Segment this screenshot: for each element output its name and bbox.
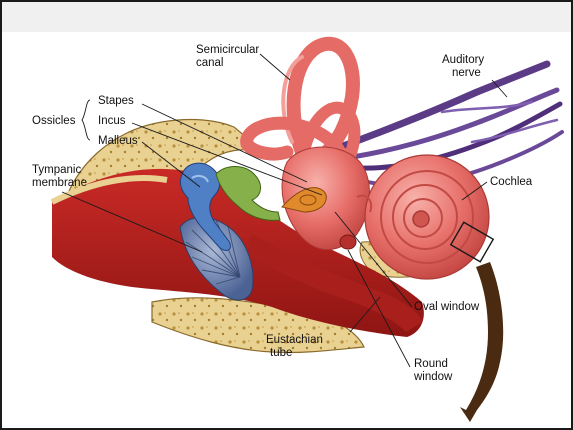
zoom-arrow	[460, 262, 503, 422]
label-stapes: Stapes	[98, 95, 134, 108]
label-ossicles: Ossicles	[32, 115, 75, 128]
label-oval-window: Oval window	[414, 301, 479, 314]
label-incus: Incus	[98, 115, 126, 128]
label-malleus: Malleus	[98, 135, 138, 148]
label-cochlea: Cochlea	[490, 176, 532, 189]
